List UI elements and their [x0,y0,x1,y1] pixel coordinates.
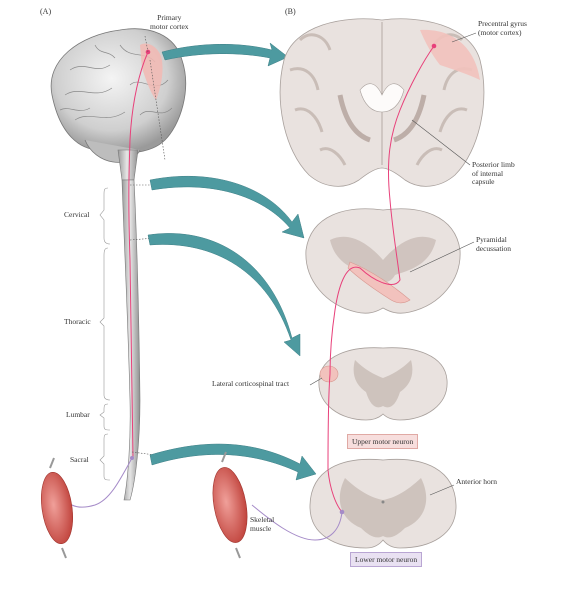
region-sacral: Sacral [70,455,89,464]
panel-a-label: (A) [40,7,52,16]
cortex-cell-body-b [431,43,437,49]
region-cervical: Cervical [64,210,90,219]
precentral-gyrus-line2: (motor cortex) [478,27,522,37]
skeletal-muscle-line1: Skeletal [250,515,275,524]
coronal-section [279,18,485,187]
lower-motor-neuron-box: Lower motor neuron [350,552,423,567]
skeletal-muscle-label: Skeletal muscle [250,515,275,533]
lower-motor-neuron-path-b [251,504,343,541]
primary-motor-cortex-line2: motor cortex [150,21,189,31]
lumbar-section [309,458,457,549]
muscle-b [212,467,248,543]
arrow-to-lumbar [149,443,317,481]
primary-motor-cortex-line1: Primary [157,13,182,22]
pyramidal-decussation-line1: Pyramidal [476,235,507,244]
leader-lines-b [309,32,477,496]
skeletal-muscle-line2: muscle [250,523,272,533]
upper-motor-neuron-path-b [327,45,435,513]
medulla-section [305,208,461,314]
primary-motor-cortex-label: Primary motor cortex [150,13,189,31]
arrow-to-cortex-section [161,42,289,67]
posterior-limb-line3: capsule [472,177,495,187]
posterior-limb-line1: Posterior limb [472,160,515,169]
cervical-section [318,347,448,421]
posterior-limb-label: Posterior limb of internal capsule [472,160,515,187]
upper-motor-neuron-path-a [128,51,149,459]
upper-motor-neuron-box: Upper motor neuron [347,434,419,449]
precentral-gyrus-label: Precentral gyrus (motor cortex) [478,19,527,37]
precentral-gyrus-line1: Precentral gyrus [478,19,527,28]
region-bracket [99,187,111,481]
muscle-a [41,471,73,545]
arrow-to-cervical [147,233,301,357]
posterior-limb-line2: of internal [472,168,504,178]
arrow-to-medulla [149,175,305,239]
whole-brain [50,28,186,181]
pyramidal-decussation-line2: decussation [476,243,511,253]
region-lumbar: Lumbar [66,410,90,419]
panel-b-label: (B) [285,7,296,16]
lateral-corticospinal-label: Lateral corticospinal tract [212,379,290,388]
anterior-horn-cell-body [339,509,345,515]
pyramidal-decussation-label: Pyramidal decussation [476,235,511,253]
lower-motor-neuron-path-a [71,457,133,508]
region-thoracic: Thoracic [64,317,91,326]
teal-arrows [147,42,317,481]
anterior-horn-label: Anterior horn [456,477,498,486]
